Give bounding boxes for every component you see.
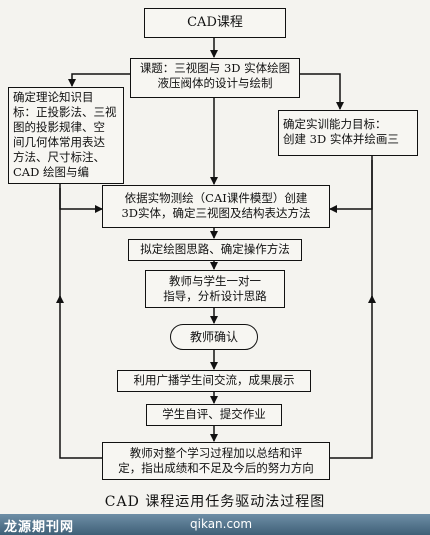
node-theory-line6: CAD 绘图与编 xyxy=(13,165,89,179)
node-self-eval: 学生自评、提交作业 xyxy=(146,404,282,426)
node-selfeval-label: 学生自评、提交作业 xyxy=(162,407,266,421)
node-confirm-label: 教师确认 xyxy=(189,330,238,344)
figure-caption: CAD 课程运用任务驱动法过程图 xyxy=(104,494,326,510)
node-topic-line1: 课题：三视图与 3D 实体绘图 xyxy=(139,61,291,75)
node-plan: 拟定绘图思路、确定操作方法 xyxy=(128,239,302,261)
edge-summary-feedback-right xyxy=(330,160,373,459)
node-guide-line2: 指导，分析设计思路 xyxy=(163,289,267,303)
watermark-right: qikan.com xyxy=(190,517,253,531)
node-broadcast: 利用广播学生间交流，成果展示 xyxy=(117,370,311,392)
node-skill-goals: 确定实训能力目标： 创建 3D 实体并绘画三 xyxy=(278,110,418,156)
node-summary: 教师对整个学习过程加以总结和评 定，指出成绩和不足及今后的努力方向 xyxy=(102,442,330,480)
edge-skill-survey xyxy=(329,156,373,213)
node-theory-line1: 确定理论知识目 xyxy=(13,90,94,104)
node-survey-line2: 3D实体，确定三视图及结构表达方法 xyxy=(121,206,311,220)
watermark-bar: 龙源期刊网 qikan.com xyxy=(0,514,430,535)
node-topic-line2: 液压阀体的设计与绘制 xyxy=(157,76,273,90)
node-summary-line1: 教师对整个学习过程加以总结和评 xyxy=(129,446,303,460)
node-guide: 教师与学生一对一 指导，分析设计思路 xyxy=(145,270,285,308)
node-cad-course-label: CAD课程 xyxy=(187,15,243,30)
node-theory-goals: 确定理论知识目 标：正投影法、三视 图的投影规律、空 间几何体常用表达 方法、尺… xyxy=(8,87,124,184)
node-survey-model: 依据实物测绘（CAI课件模型）创建 3D实体，确定三视图及结构表达方法 xyxy=(102,185,330,228)
node-skill-line1: 确定实训能力目标： xyxy=(283,117,387,131)
node-survey-line1: 依据实物测绘（CAI课件模型）创建 xyxy=(124,191,308,205)
node-guide-line1: 教师与学生一对一 xyxy=(169,274,261,288)
node-cad-course: CAD课程 xyxy=(144,8,286,38)
node-skill-line2: 创建 3D 实体并绘画三 xyxy=(283,132,399,146)
watermark-left: 龙源期刊网 xyxy=(4,520,75,535)
node-theory-line5: 方法、尺寸标注、 xyxy=(13,150,105,164)
node-plan-label: 拟定绘图思路、确定操作方法 xyxy=(140,242,290,256)
edge-summary-feedback-left xyxy=(59,188,102,459)
node-topic: 课题：三视图与 3D 实体绘图 液压阀体的设计与绘制 xyxy=(130,58,300,98)
edge-topic-theory xyxy=(68,73,130,87)
node-theory-line4: 间几何体常用表达 xyxy=(13,135,105,149)
edge-topic-skill xyxy=(300,73,344,110)
node-theory-line2: 标：正投影法、三视 xyxy=(13,105,117,119)
node-broadcast-label: 利用广播学生间交流，成果展示 xyxy=(133,373,295,387)
edge-theory-survey xyxy=(59,184,103,213)
node-theory-line3: 图的投影规律、空 xyxy=(13,120,105,134)
node-summary-line2: 定，指出成绩和不足及今后的努力方向 xyxy=(118,461,314,475)
node-teacher-confirm: 教师确认 xyxy=(170,324,258,350)
